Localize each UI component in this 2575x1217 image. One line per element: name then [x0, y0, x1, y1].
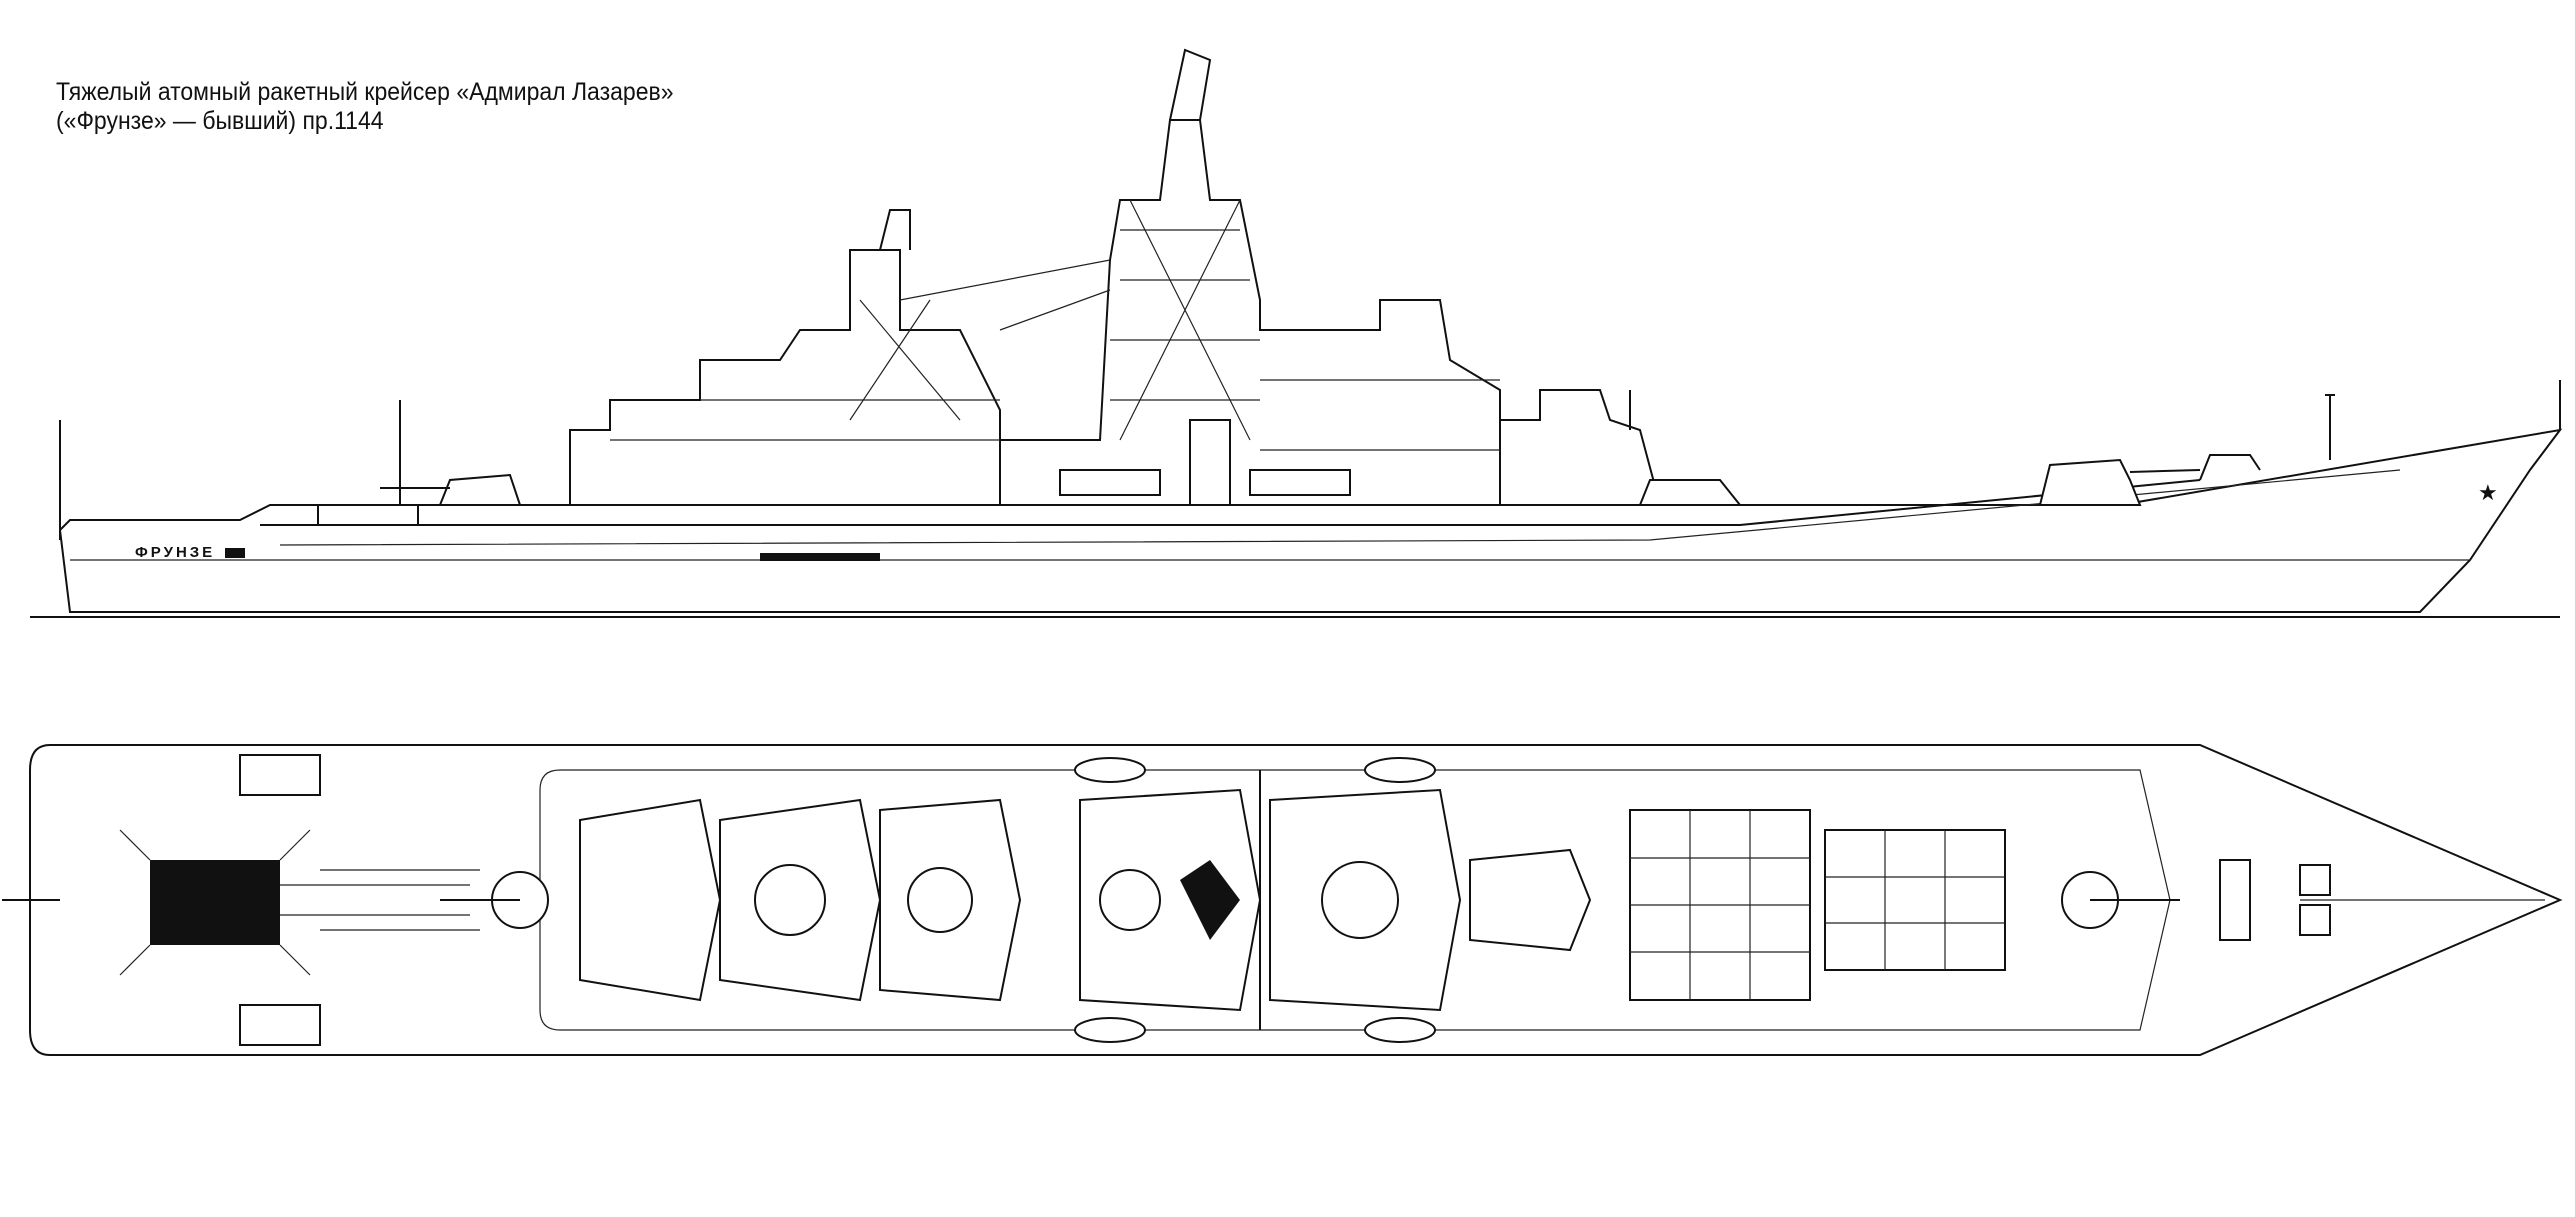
helicopter-pad	[150, 860, 280, 945]
title-line-1: Тяжелый атомный ракетный крейсер «Адмира…	[56, 78, 674, 106]
star-emblem: ★	[2478, 480, 2498, 505]
hangar-door-starboard	[239, 1004, 321, 1046]
forward-superstructure	[1499, 389, 1662, 506]
missile-launcher-grid	[1629, 809, 2006, 1001]
aft-superstructure	[569, 249, 1001, 506]
forward-block	[1469, 848, 1592, 952]
main-block	[1079, 788, 1262, 1012]
drawing-title: Тяжелый атомный ракетный крейсер «Адмира…	[56, 78, 674, 136]
aft-mast	[879, 209, 911, 251]
hull-name: ФРУНЗЕ	[135, 544, 215, 561]
title-line-2: («Фрунзе» — бывший) пр.1144	[56, 107, 384, 135]
side-view: ФРУНЗЕ ★	[30, 48, 2563, 618]
forward-gun-mount	[1638, 479, 1743, 506]
main-mast	[1169, 48, 1212, 121]
hangar-door-port	[239, 754, 321, 796]
main-superstructure	[999, 119, 1501, 506]
aft-gun-turret	[438, 473, 522, 506]
aft-block	[579, 798, 722, 1002]
plan-view	[2, 744, 2563, 1056]
bow-gun-turret	[2038, 458, 2142, 506]
